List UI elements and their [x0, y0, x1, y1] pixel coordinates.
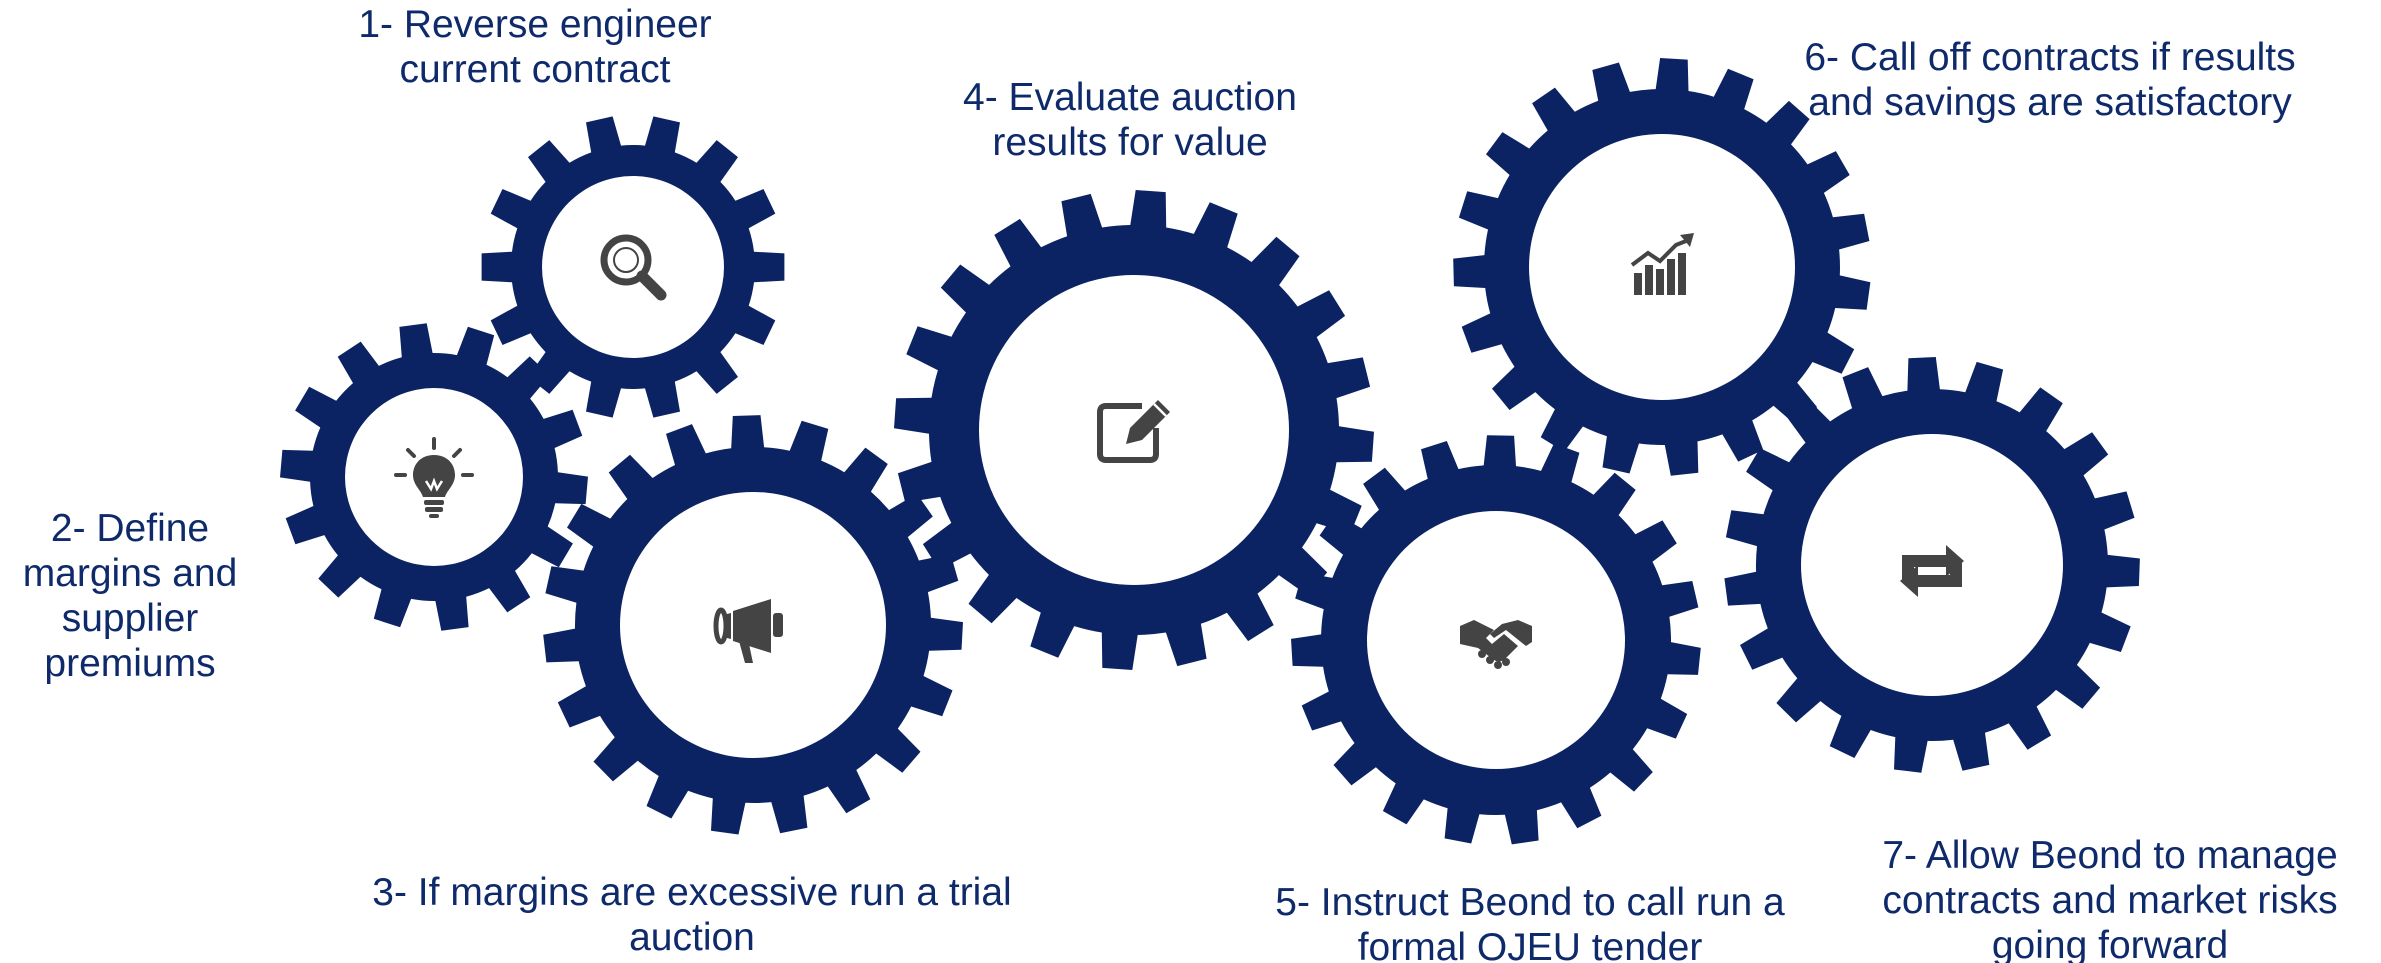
bar-chart-icon: [1630, 233, 1694, 295]
step-3-label: 3- If margins are excessive run a trial …: [372, 871, 1012, 959]
lightbulb-icon: [394, 437, 474, 518]
gear-step-5: [1291, 435, 1701, 845]
step-1-label: 1- Reverse engineer current contract: [358, 3, 712, 91]
step-6-label: 6- Call off contracts if results and sav…: [1804, 36, 2296, 124]
handshake-icon: [1460, 620, 1532, 669]
gear-step-1: [481, 116, 785, 418]
step-5-label: 5- Instruct Beond to call run a formal O…: [1275, 881, 1785, 963]
cycle-arrows-icon: [1900, 545, 1964, 597]
step-4-label: 4- Evaluate auction results for value: [963, 76, 1297, 164]
gear-step-3: [543, 415, 963, 835]
gear-step-7: [1724, 357, 2140, 773]
magnifier-icon: [600, 234, 667, 301]
step-2-label: 2- Define margins and supplier premiums: [22, 507, 238, 685]
gear-step-4: [894, 190, 1374, 670]
gear-step-6: [1453, 58, 1871, 476]
edit-icon: [1097, 400, 1170, 463]
megaphone-icon: [713, 599, 783, 663]
step-7-label: 7- Allow Beond to manage contracts and m…: [1882, 834, 2338, 963]
gear-step-2: [280, 323, 588, 631]
